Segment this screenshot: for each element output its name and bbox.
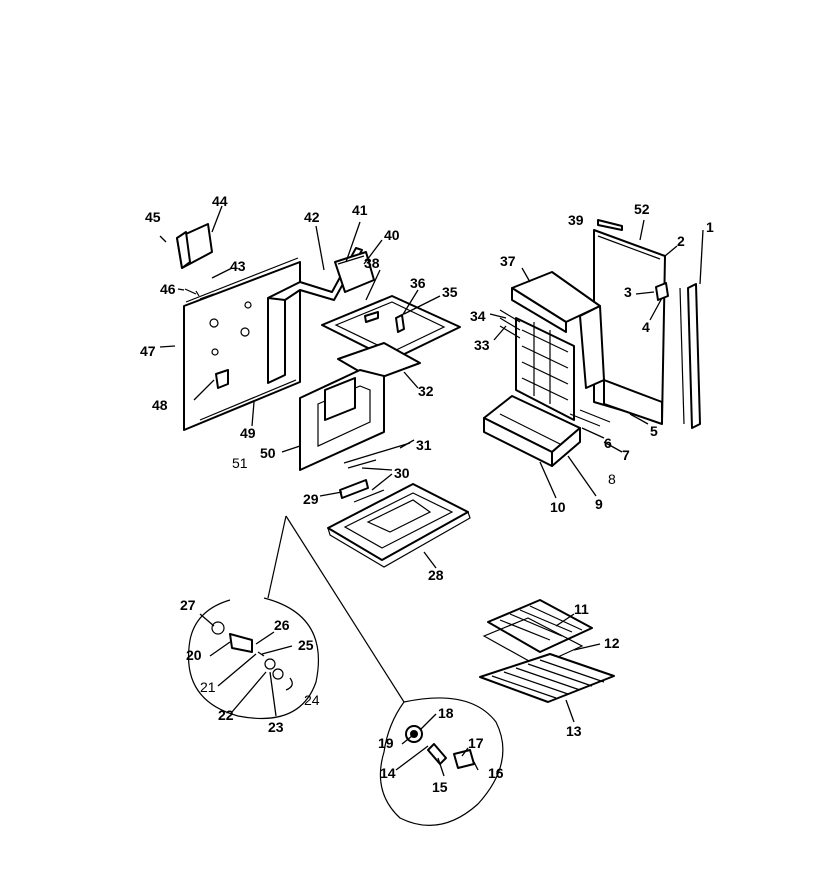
callout-38: 38 [364, 255, 380, 271]
part-drawer-9 [483, 395, 581, 467]
callout-22: 22 [218, 707, 234, 723]
callout-42: 42 [304, 209, 320, 225]
callout-32: 32 [418, 383, 434, 399]
part-trim-1 [679, 283, 701, 429]
callout-2: 2 [677, 233, 685, 249]
part-clip-48 [215, 369, 229, 389]
part-rack-11 [487, 599, 593, 653]
part-rack-33 [499, 309, 521, 339]
part-door-frame-50 [299, 369, 385, 471]
callout-19: 19 [378, 735, 394, 751]
callout-31: 31 [416, 437, 432, 453]
part-grid-12 [482, 617, 584, 667]
part-screw-46 [184, 288, 200, 297]
callout-12: 12 [604, 635, 620, 651]
part-hinge-29-30 [339, 459, 385, 503]
callout-34: 34 [470, 308, 486, 324]
callout-3: 3 [624, 284, 632, 300]
part-broiler-pan-28 [327, 483, 471, 568]
callout-16: 16 [488, 765, 504, 781]
callout-51: 51 [232, 455, 248, 471]
part-rod-31 [343, 442, 411, 464]
part-bracket-41 [334, 251, 375, 293]
callout-35: 35 [442, 284, 458, 300]
part-screw-39 [597, 219, 623, 231]
callout-46: 46 [160, 281, 176, 297]
part-rack-13 [479, 653, 615, 703]
part-strip-6 [569, 409, 611, 427]
callout-1: 1 [706, 219, 714, 235]
callout-15: 15 [432, 779, 448, 795]
callout-29: 29 [303, 491, 319, 507]
callout-18: 18 [438, 705, 454, 721]
callout-30: 30 [394, 465, 410, 481]
callout-33: 33 [474, 337, 490, 353]
part-bracket-4 [655, 282, 669, 301]
callout-labels: 1 2 3 4 5 6 7 8 9 10 11 12 13 14 15 16 1… [140, 193, 714, 795]
callout-41: 41 [352, 202, 368, 218]
callout-43: 43 [230, 258, 246, 274]
callout-21: 21 [200, 679, 216, 695]
callout-23: 23 [268, 719, 284, 735]
callout-24: 24 [304, 692, 320, 708]
part-panel-38 [321, 295, 461, 361]
detail-circle-right [285, 515, 504, 826]
callout-20: 20 [186, 647, 202, 663]
part-housing-37 [511, 271, 605, 421]
callout-9: 9 [595, 496, 603, 512]
callout-48: 48 [152, 397, 168, 413]
part-frame-42 [267, 247, 363, 384]
callout-7: 7 [622, 447, 630, 463]
part-panel-5 [603, 379, 663, 425]
callout-36: 36 [410, 275, 426, 291]
callout-40: 40 [384, 227, 400, 243]
callout-25: 25 [298, 637, 314, 653]
callout-39: 39 [568, 212, 584, 228]
part-screw-47 [159, 345, 176, 348]
callout-8: 8 [608, 471, 616, 487]
callout-44: 44 [212, 193, 228, 209]
detail-circle-left [188, 515, 320, 720]
callout-37: 37 [500, 253, 516, 269]
callout-49: 49 [240, 425, 256, 441]
callout-45: 45 [145, 209, 161, 225]
callout-17: 17 [468, 735, 484, 751]
part-bracket-44 [176, 223, 213, 269]
callout-26: 26 [274, 617, 290, 633]
callout-5: 5 [650, 423, 658, 439]
callout-50: 50 [260, 445, 276, 461]
callout-27: 27 [180, 597, 196, 613]
callout-13: 13 [566, 723, 582, 739]
callout-6: 6 [604, 435, 612, 451]
callout-52: 52 [634, 201, 650, 217]
callout-11: 11 [574, 601, 589, 617]
callout-10: 10 [550, 499, 566, 515]
callout-47: 47 [140, 343, 156, 359]
leader-lines [159, 205, 704, 777]
callout-28: 28 [428, 567, 444, 583]
callout-14: 14 [380, 765, 396, 781]
callout-4: 4 [642, 319, 650, 335]
